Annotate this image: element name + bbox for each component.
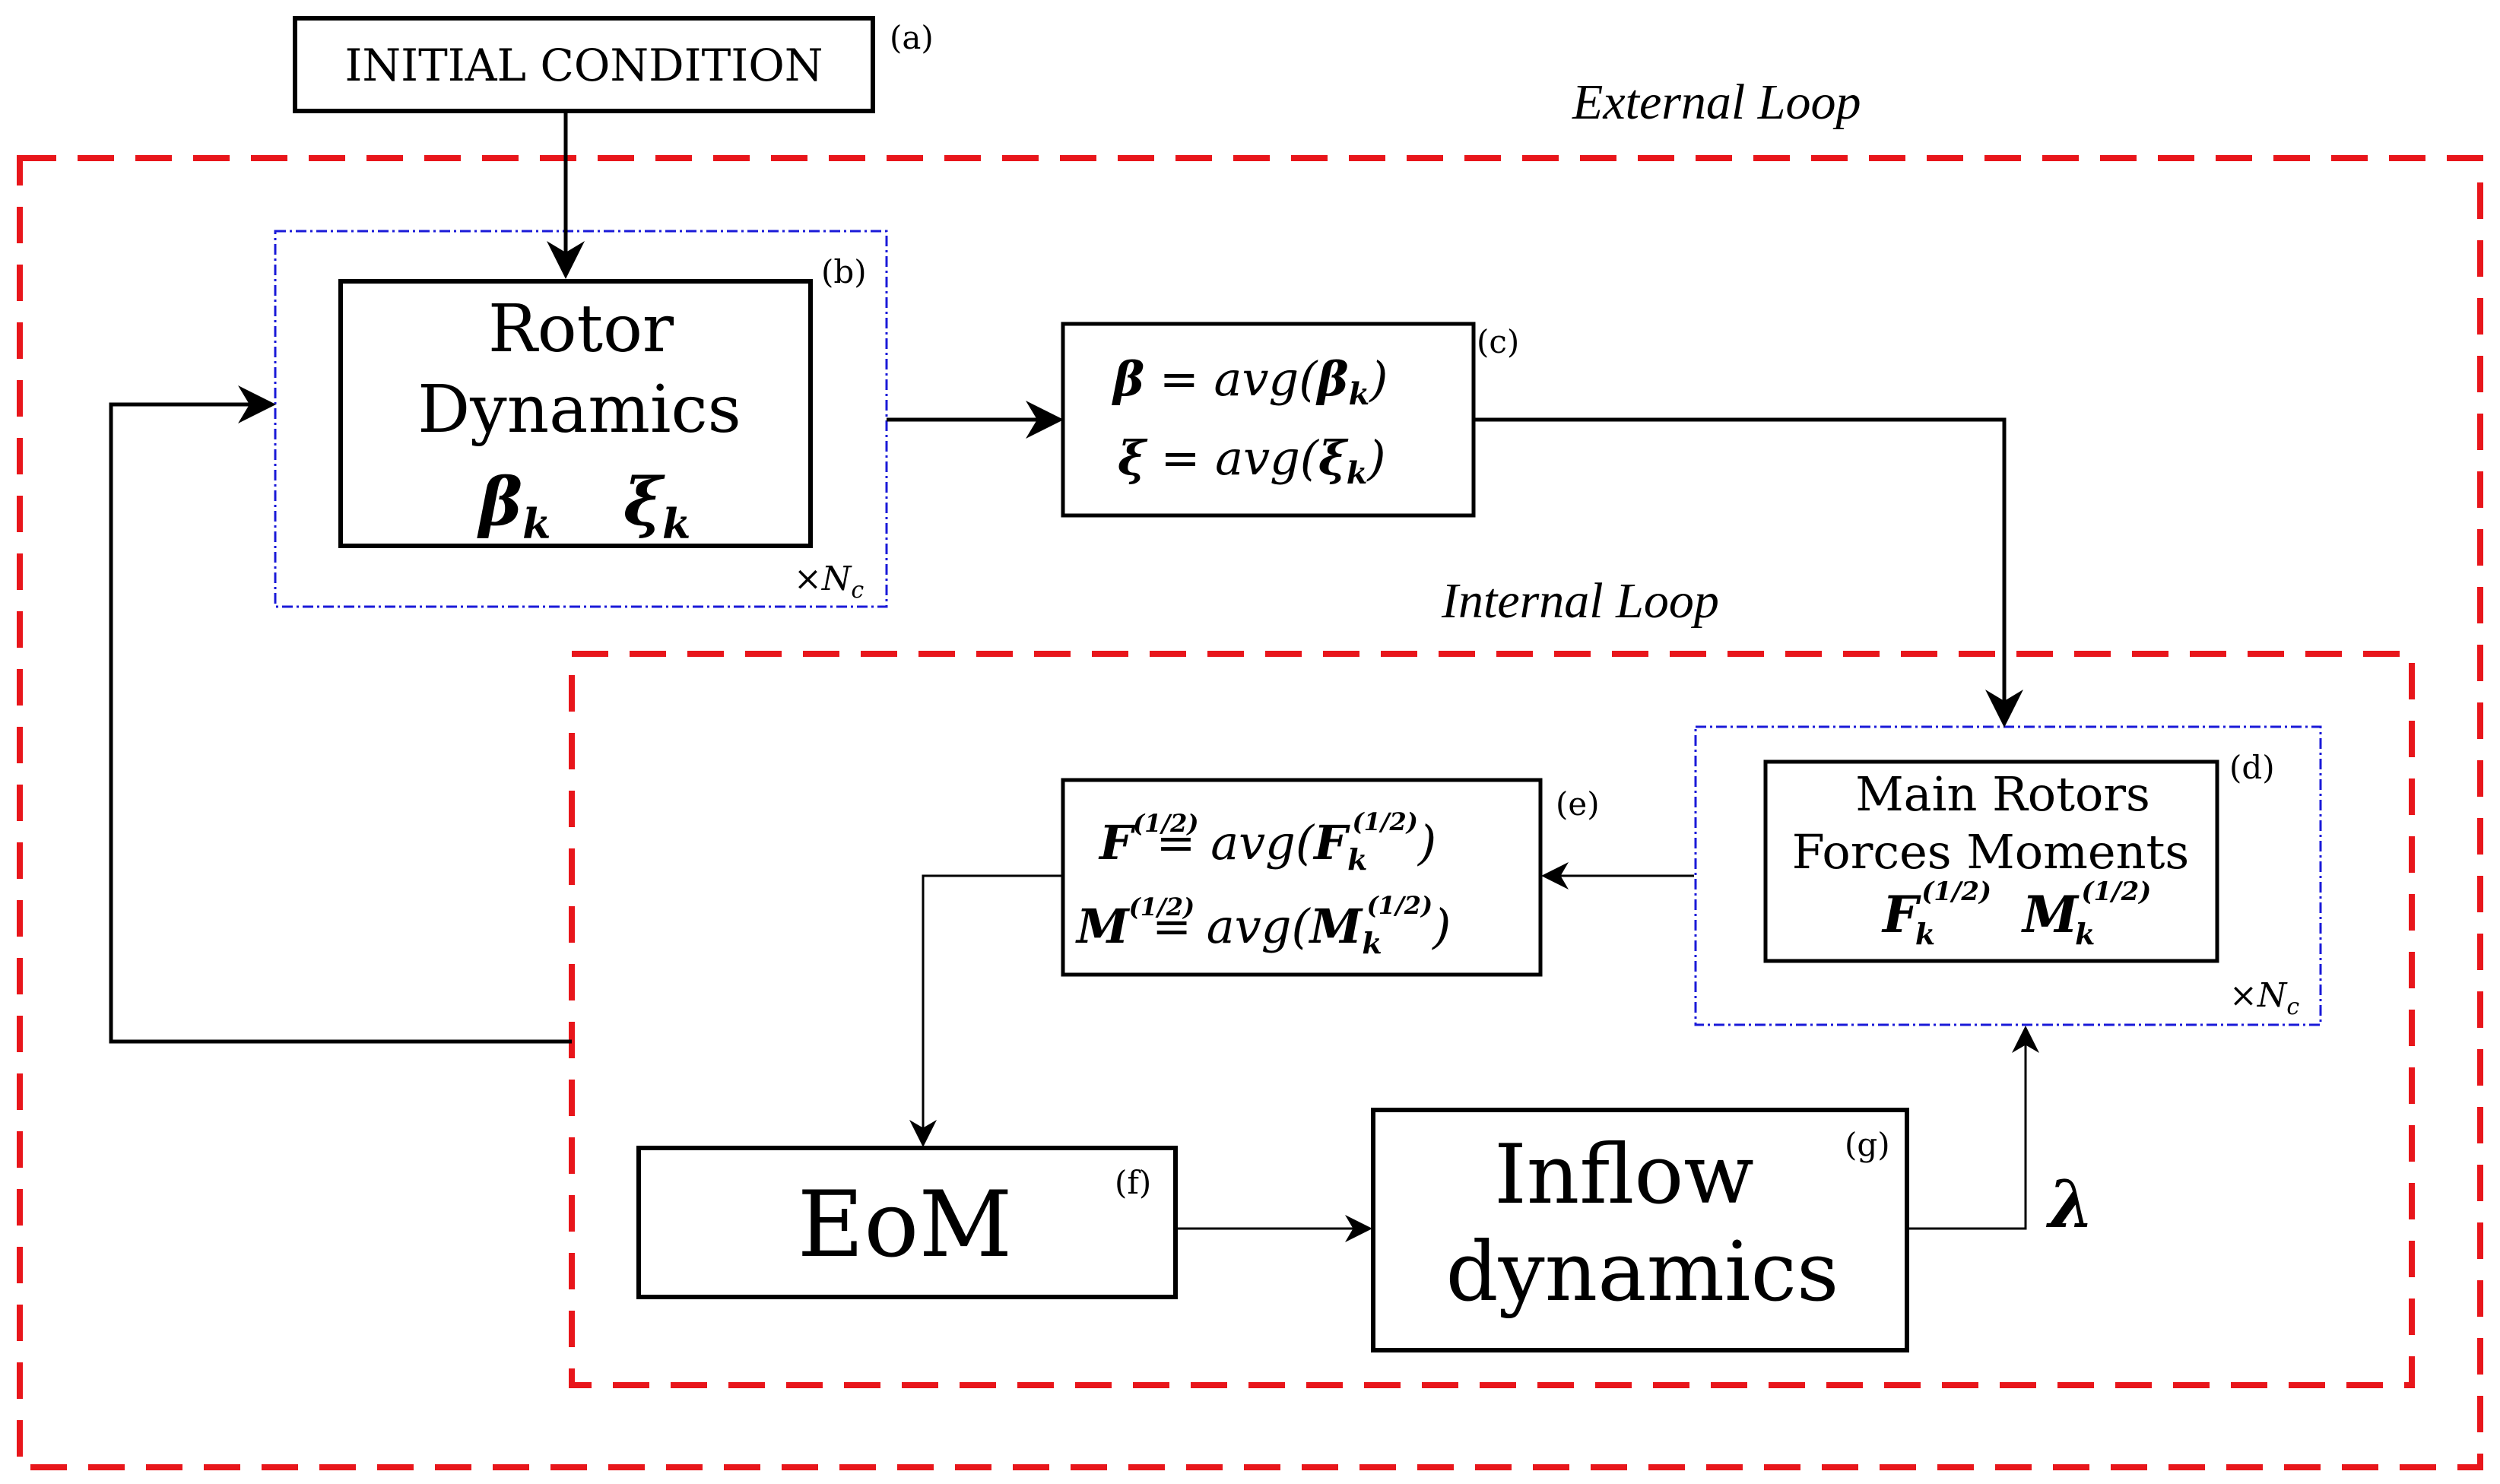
external-loop-label: External Loop <box>1572 75 1861 130</box>
main-rotors-line2: Forces Moments <box>1792 824 2190 880</box>
rotor-moment-mk: Mk(1/2) <box>2021 877 2151 951</box>
internal-loop-label: Internal Loop <box>1441 573 1719 629</box>
arrow-feedback-to-rotor <box>109 385 572 1044</box>
forces-multiplier: ×Nc <box>2229 976 2299 1020</box>
rotor-dynamics-line1: Rotor <box>488 291 674 367</box>
tag-e: (e) <box>1556 785 1600 823</box>
inflow-line2: dynamics <box>1446 1225 1839 1320</box>
inflow-dynamics-box <box>1371 1108 1909 1352</box>
main-rotors-line1: Main Rotors <box>1855 766 2150 822</box>
initial-condition-box <box>293 16 875 113</box>
tag-f: (f) <box>1115 1164 1151 1201</box>
arrow-avg-to-eom <box>909 874 1063 1147</box>
avg-beta-eq: β = avg(βk) <box>1112 351 1388 412</box>
rotor-xi-k: ξk <box>623 464 690 548</box>
tag-a: (a) <box>890 19 934 56</box>
averaging-forces-box <box>1061 778 1543 977</box>
rotor-dynamics-states: βk ξk <box>477 464 690 548</box>
tag-d: (d) <box>2229 749 2275 786</box>
avg-force-eq: F(1/2)= avg(Fk(1/2)) <box>1098 807 1436 877</box>
averaging-states-box <box>1061 322 1476 518</box>
inflow-line1: Inflow <box>1494 1127 1754 1222</box>
rotor-dynamics-line2: Dynamics <box>417 372 741 448</box>
lambda-label: λ <box>2045 1166 2094 1243</box>
external-loop-frame <box>17 155 2483 1470</box>
avg-moment-eq: M(1/2)= avg(Mk(1/2)) <box>1075 891 1451 960</box>
internal-loop-frame <box>569 651 2415 1388</box>
rotor-multiplier: ×Nc <box>794 560 864 604</box>
main-rotors-forces-box <box>1763 759 2219 963</box>
initial-condition-label: INITIAL CONDITION <box>345 40 823 91</box>
rotor-beta-k: βk <box>477 464 551 548</box>
eom-box <box>636 1146 1178 1299</box>
tag-c: (c) <box>1477 323 1519 360</box>
eom-label: EoM <box>798 1172 1013 1278</box>
arrow-inflow-to-forces <box>1907 1026 2039 1230</box>
tag-g: (g) <box>1845 1126 1890 1163</box>
rotor-force-fk: Fk(1/2) <box>1881 877 1991 951</box>
rotor-dynamics-box <box>338 279 813 548</box>
avg-xi-eq: ξ = avg(ξk) <box>1118 430 1386 491</box>
tag-b: (b) <box>821 253 867 290</box>
arrow-avg-to-forces <box>1474 417 2023 728</box>
